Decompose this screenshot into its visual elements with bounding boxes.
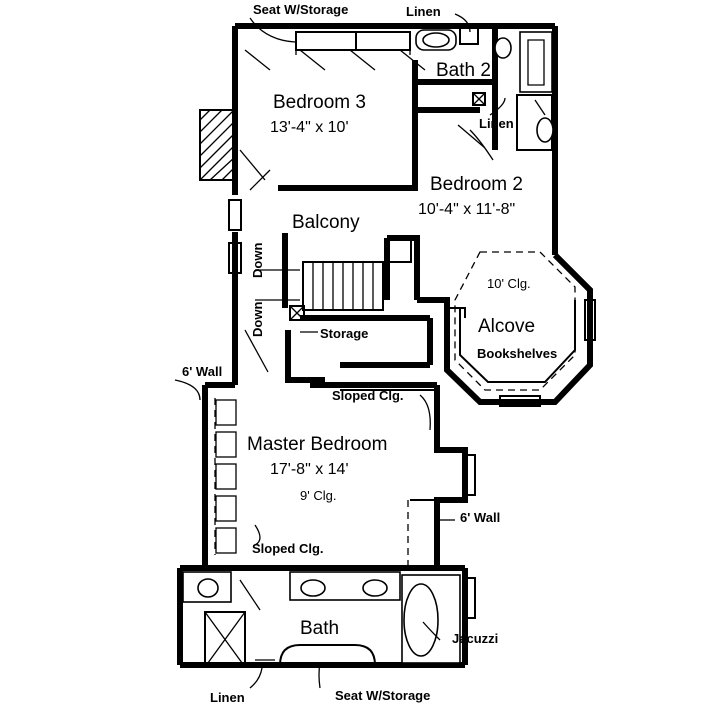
label-ceiling-10: 10' Clg. <box>487 276 531 291</box>
label-bedroom3: Bedroom 3 <box>273 92 366 113</box>
label-bedroom3-size: 13'-4" x 10' <box>270 119 349 136</box>
plan-labels: Seat W/Storage Linen Bath 2 Bedroom 3 13… <box>182 2 557 705</box>
leaders <box>174 13 506 689</box>
label-6-wall-left: 6' Wall <box>182 364 222 379</box>
details <box>182 23 596 668</box>
label-6-wall-right: 6' Wall <box>460 510 500 525</box>
label-linen-top: Linen <box>406 4 441 19</box>
label-seat-storage-top: Seat W/Storage <box>253 2 348 17</box>
label-bath: Bath <box>300 618 339 639</box>
label-bedroom2: Bedroom 2 <box>430 174 523 195</box>
label-alcove: Alcove <box>478 316 535 337</box>
label-bedroom2-size: 10'-4" x 11'-8" <box>418 201 515 218</box>
label-down-1: Down <box>250 243 265 278</box>
label-master-bedroom: Master Bedroom <box>247 434 387 455</box>
label-ceiling-9: 9' Clg. <box>300 488 336 503</box>
label-sloped-clg-2: Sloped Clg. <box>252 541 324 556</box>
label-jacuzzi: Jacuzzi <box>452 631 498 646</box>
label-sloped-clg-1: Sloped Clg. <box>332 388 404 403</box>
label-down-2: Down <box>250 302 265 337</box>
label-balcony: Balcony <box>292 212 360 233</box>
label-linen-right: Linen <box>479 116 514 131</box>
label-seat-storage-bottom: Seat W/Storage <box>335 688 430 703</box>
label-master-size: 17'-8" x 14' <box>270 461 349 478</box>
label-storage: Storage <box>320 326 368 341</box>
label-bookshelves: Bookshelves <box>477 346 557 361</box>
label-bath2: Bath 2 <box>436 60 491 81</box>
label-linen-bottom: Linen <box>210 690 245 705</box>
